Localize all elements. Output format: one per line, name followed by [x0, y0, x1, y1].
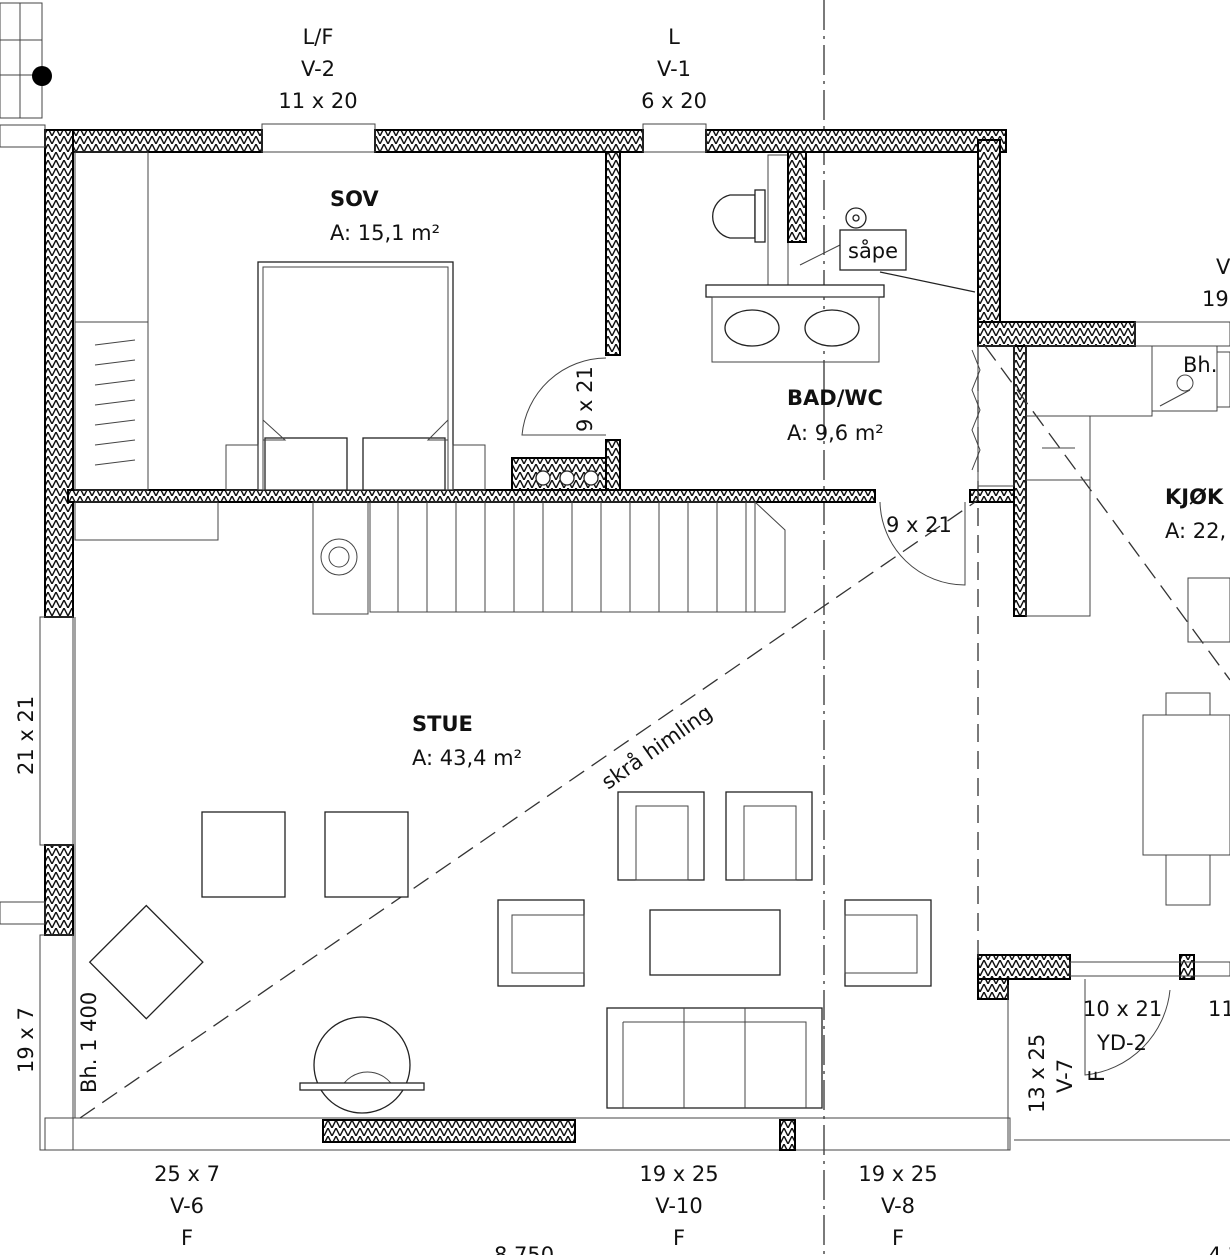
left-window-lower: 19 x 7	[14, 1007, 38, 1073]
sov-door[interactable]: 9 x 21	[521, 357, 607, 436]
living-furniture	[88, 791, 932, 1114]
svg-text:V-10: V-10	[655, 1194, 702, 1218]
svg-text:KJØK: KJØK	[1165, 485, 1224, 509]
window-label-v1: L V-1 6 x 20	[641, 25, 707, 113]
svg-text:L/F: L/F	[303, 25, 334, 49]
side-window-size: 13 x 25	[1025, 1034, 1049, 1113]
room-bad: BAD/WC A: 9,6 m²	[787, 386, 884, 445]
svg-text:19: 19	[1202, 287, 1229, 311]
svg-text:A: 15,1 m²: A: 15,1 m²	[330, 221, 440, 245]
svg-text:19 x 25: 19 x 25	[858, 1162, 937, 1186]
svg-text:6 x 20: 6 x 20	[641, 89, 707, 113]
sov-door-size: 9 x 21	[573, 366, 597, 432]
bad-door-size: 9 x 21	[886, 513, 952, 537]
svg-text:V: V	[1216, 255, 1230, 279]
room-kjokken: KJØK A: 22,	[1165, 485, 1226, 543]
svg-text:A: 43,4 m²: A: 43,4 m²	[412, 746, 522, 770]
sill-height-kitchen: Bh.	[1183, 353, 1217, 377]
entry-door[interactable]	[1084, 979, 1171, 1076]
window-label-partial: V 19	[1202, 255, 1230, 311]
svg-text:25 x 7: 25 x 7	[154, 1162, 220, 1186]
window-label-v6: 25 x 7 V-6 F	[154, 1162, 220, 1250]
svg-text:F: F	[892, 1226, 904, 1250]
svg-text:A: 9,6 m²: A: 9,6 m²	[787, 421, 884, 445]
svg-text:F: F	[673, 1226, 685, 1250]
double-bed	[225, 261, 486, 491]
side-window-v7: 13 x 25 V-7 F	[1025, 1034, 1109, 1113]
svg-text:YD-2: YD-2	[1096, 1031, 1147, 1055]
dimension-total: 8 750	[494, 1243, 554, 1255]
bad-door[interactable]: 9 x 21	[879, 501, 966, 586]
column-marker	[32, 66, 52, 86]
svg-text:SOV: SOV	[330, 187, 379, 211]
room-sov: SOV A: 15,1 m²	[330, 187, 440, 245]
bathroom-fixtures: såpe	[705, 151, 1015, 487]
soap-label-box	[839, 229, 907, 271]
sloped-ceiling-line	[79, 499, 979, 1119]
svg-text:10 x 21: 10 x 21	[1083, 997, 1162, 1021]
dimension-right: 4 2	[1208, 1243, 1230, 1255]
soap-label: såpe	[848, 238, 898, 263]
corner-detail	[0, 2, 52, 119]
wardrobe	[74, 151, 219, 541]
svg-text:11 x 20: 11 x 20	[278, 89, 357, 113]
svg-text:V-8: V-8	[881, 1194, 915, 1218]
kitchen-fixtures	[1025, 345, 1230, 906]
svg-text:11: 11	[1208, 997, 1230, 1021]
staircase	[312, 501, 786, 615]
svg-text:L: L	[668, 25, 680, 49]
svg-text:A: 22,: A: 22,	[1165, 519, 1226, 543]
svg-text:V-6: V-6	[170, 1194, 204, 1218]
room-stue: STUE A: 43,4 m²	[412, 712, 522, 770]
side-window-type: F	[1085, 1070, 1109, 1082]
svg-text:V-2: V-2	[301, 57, 335, 81]
walls	[0, 123, 1230, 1151]
window-label-v10: 19 x 25 V-10 F	[639, 1162, 718, 1250]
entry-door-label: 10 x 21 YD-2 11	[1083, 997, 1230, 1055]
svg-text:F: F	[181, 1226, 193, 1250]
svg-text:V-1: V-1	[657, 57, 691, 81]
sill-height-label: Bh. 1 400	[77, 992, 101, 1093]
window-label-v2: L/F V-2 11 x 20	[278, 25, 357, 113]
window-label-v8: 19 x 25 V-8 F	[858, 1162, 937, 1250]
svg-text:BAD/WC: BAD/WC	[787, 386, 883, 410]
svg-text:19 x 25: 19 x 25	[639, 1162, 718, 1186]
svg-text:STUE: STUE	[412, 712, 473, 736]
side-window-id: V-7	[1053, 1059, 1077, 1093]
left-window-upper: 21 x 21	[14, 696, 38, 775]
sloped-ceiling-label: skrå himling	[597, 700, 717, 795]
